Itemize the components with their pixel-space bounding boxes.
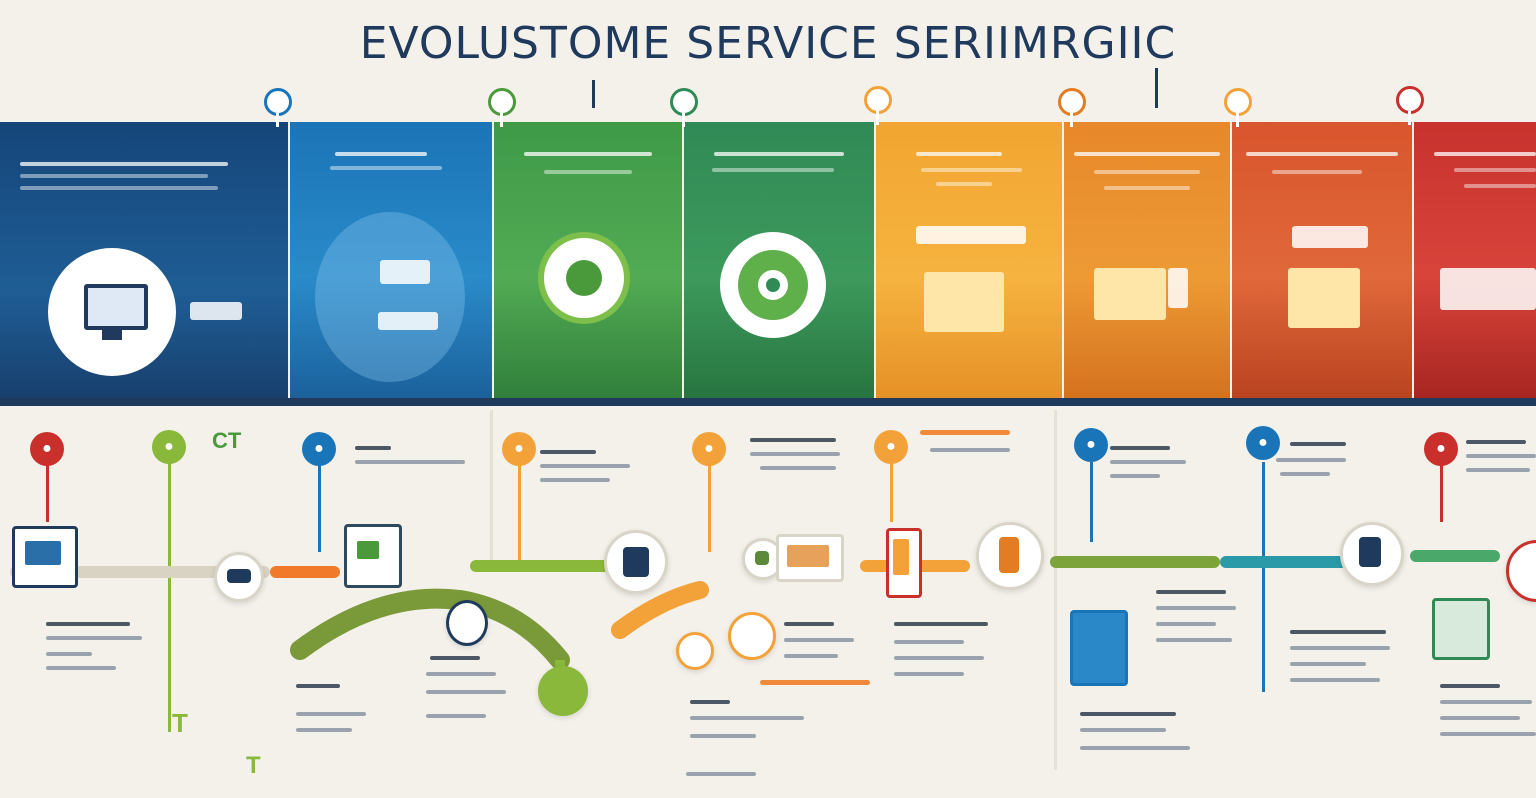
stage-panel	[290, 122, 492, 404]
checklist-icon	[344, 524, 402, 588]
card-icon	[1432, 598, 1490, 660]
marker-stem	[1090, 462, 1093, 542]
arrow-down-icon	[538, 666, 588, 716]
infographic-title: EVOLUSTOME SERVICE SERIIMRGIIC	[359, 18, 1177, 69]
monitor-network-icon	[48, 248, 176, 376]
stage-pin	[1396, 86, 1424, 125]
gear-icon	[214, 552, 264, 602]
person-icon	[446, 600, 488, 646]
lightbulb-icon	[728, 612, 776, 660]
mobile-phone-icon	[886, 528, 922, 598]
stage-panel	[1232, 122, 1412, 404]
inbox-tray-icon	[1094, 268, 1166, 320]
stage-panel	[1414, 122, 1536, 404]
marker-dot: ●	[874, 430, 908, 464]
calendar-board-icon	[1292, 226, 1368, 248]
marker-dot: ●	[302, 432, 336, 466]
flow-path	[470, 560, 610, 572]
boxes-icon	[916, 226, 1026, 244]
marker-label: CT	[212, 428, 242, 453]
stage-pin	[1058, 88, 1086, 127]
title-tick	[592, 80, 595, 108]
device-screen-icon	[1440, 268, 1536, 310]
stage-panel	[876, 122, 1062, 404]
marker-dot: ●	[30, 432, 64, 466]
document-stack-icon	[1070, 610, 1128, 686]
title-tick	[1155, 68, 1158, 108]
person-icon	[604, 530, 668, 594]
stage-pin	[670, 88, 698, 127]
marker-stem	[168, 462, 171, 732]
target-icon	[1506, 540, 1536, 602]
person-icon	[976, 522, 1044, 590]
marker-stem	[1262, 462, 1265, 692]
marker-dot: ●	[1424, 432, 1458, 466]
head-profile-icon	[315, 212, 465, 382]
marker-stem	[518, 462, 521, 572]
marker-stem	[708, 462, 711, 552]
footer-mark: T	[172, 708, 188, 738]
marker-stem	[1440, 462, 1443, 522]
stage-panel	[684, 122, 874, 404]
marker-dot: ●	[692, 432, 726, 466]
stage-pin	[488, 88, 516, 127]
timeline-divider	[0, 398, 1536, 406]
recycle-globe-icon	[538, 232, 630, 324]
stage-panel	[494, 122, 682, 404]
stage-pin	[264, 88, 292, 127]
stage-panel	[0, 122, 288, 404]
document-icon	[12, 526, 78, 588]
stage-pin	[864, 86, 892, 125]
stage-panel	[1064, 122, 1230, 404]
footer-mark: T	[246, 752, 261, 779]
clock-icon	[676, 632, 714, 670]
marker-stem	[1054, 410, 1057, 770]
person-icon	[1340, 522, 1404, 586]
marker-dot: ●	[152, 430, 186, 464]
marker-stem	[46, 462, 49, 522]
target-icon	[720, 232, 826, 338]
package-icon	[776, 534, 844, 582]
marker-stem	[490, 410, 493, 560]
marker-dot: ●	[1246, 426, 1280, 460]
flow-path	[1220, 556, 1370, 568]
marker-dot: ●	[502, 432, 536, 466]
stage-pin	[1224, 88, 1252, 127]
flow-path	[270, 566, 340, 578]
marker-stem	[890, 462, 893, 522]
flow-path	[1410, 550, 1500, 562]
flow-path	[1050, 556, 1220, 568]
marker-stem	[318, 462, 321, 552]
marker-dot: ●	[1074, 428, 1108, 462]
